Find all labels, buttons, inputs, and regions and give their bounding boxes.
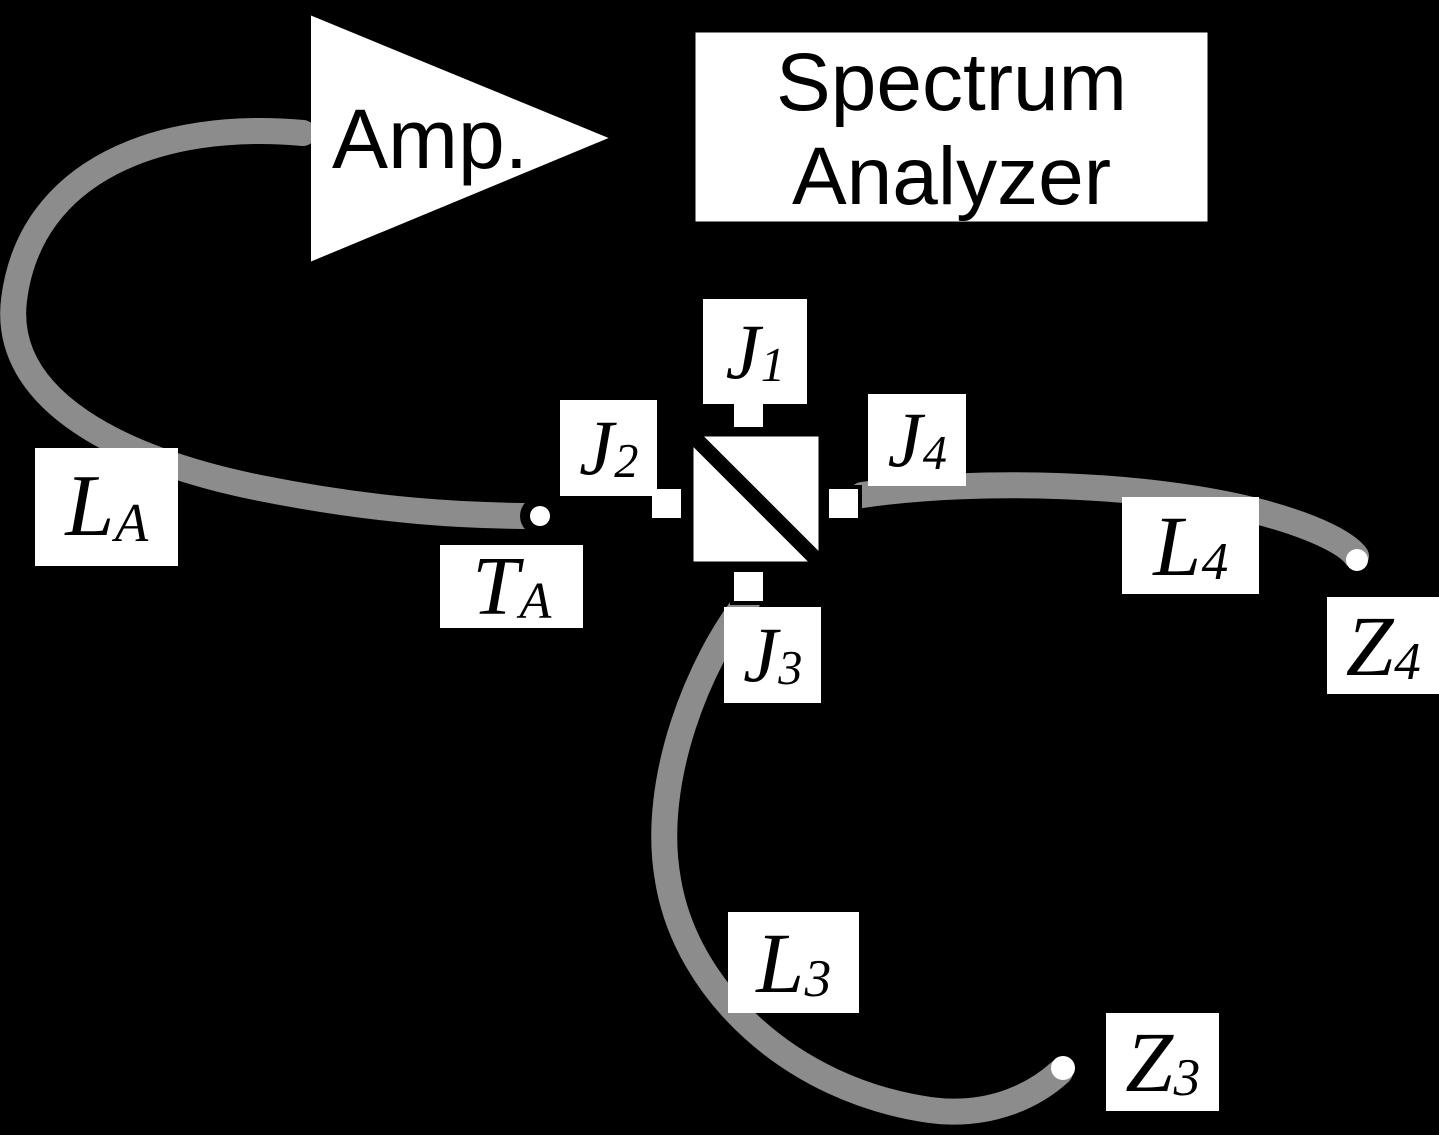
terminal-label-TA-sub: A [519,573,552,631]
cable-label-L4-base: L [1153,497,1202,594]
coupler-port-J3[interactable] [730,568,767,605]
amplifier-body[interactable] [311,15,609,262]
port-label-J3-sub: 3 [778,642,803,696]
port-label-J4-sub: 4 [922,427,947,481]
coupler-port-J4[interactable] [825,485,862,522]
cable-L4 [849,472,1369,569]
port-label-J2-sub: 2 [614,435,639,489]
cable-label-L3-base: L [756,914,805,1011]
terminal-Z4-dot[interactable] [1346,549,1368,571]
amplifier-label: Amp. [332,92,529,186]
port-label-J4-base: J [887,396,923,483]
port-label-J3-base: J [743,611,778,698]
terminal-label-Z3-base: Z [1125,1014,1174,1110]
terminal-label-Z4-base: Z [1345,597,1394,694]
port-label-J2-base: J [579,404,614,491]
cable-label-LA-base: L [65,458,115,555]
terminal-label-Z4-sub: 4 [1394,630,1421,691]
terminal-TA-core [530,506,550,526]
cable-label-L3-sub: 3 [804,947,832,1008]
terminal-label-TA-base: T [472,539,519,633]
cable-LA [0,118,550,529]
cable-L3 [651,587,1073,1125]
port-label-J1-base: J [725,307,761,395]
spectrum-analyzer-label: Spectrum Analyzer [776,37,1127,223]
terminal-label-Z3-sub: 3 [1173,1047,1201,1108]
cable-label-LA-sub: A [114,492,149,554]
cable-group [0,118,1369,1125]
coupler-diagonal-icon [686,429,826,569]
port-label-J1-sub: 1 [760,338,785,392]
spectrum-analyzer-body[interactable] [692,29,1211,225]
terminal-Z3-dot[interactable] [1051,1056,1075,1080]
cable-label-L4-sub: 4 [1201,530,1229,591]
